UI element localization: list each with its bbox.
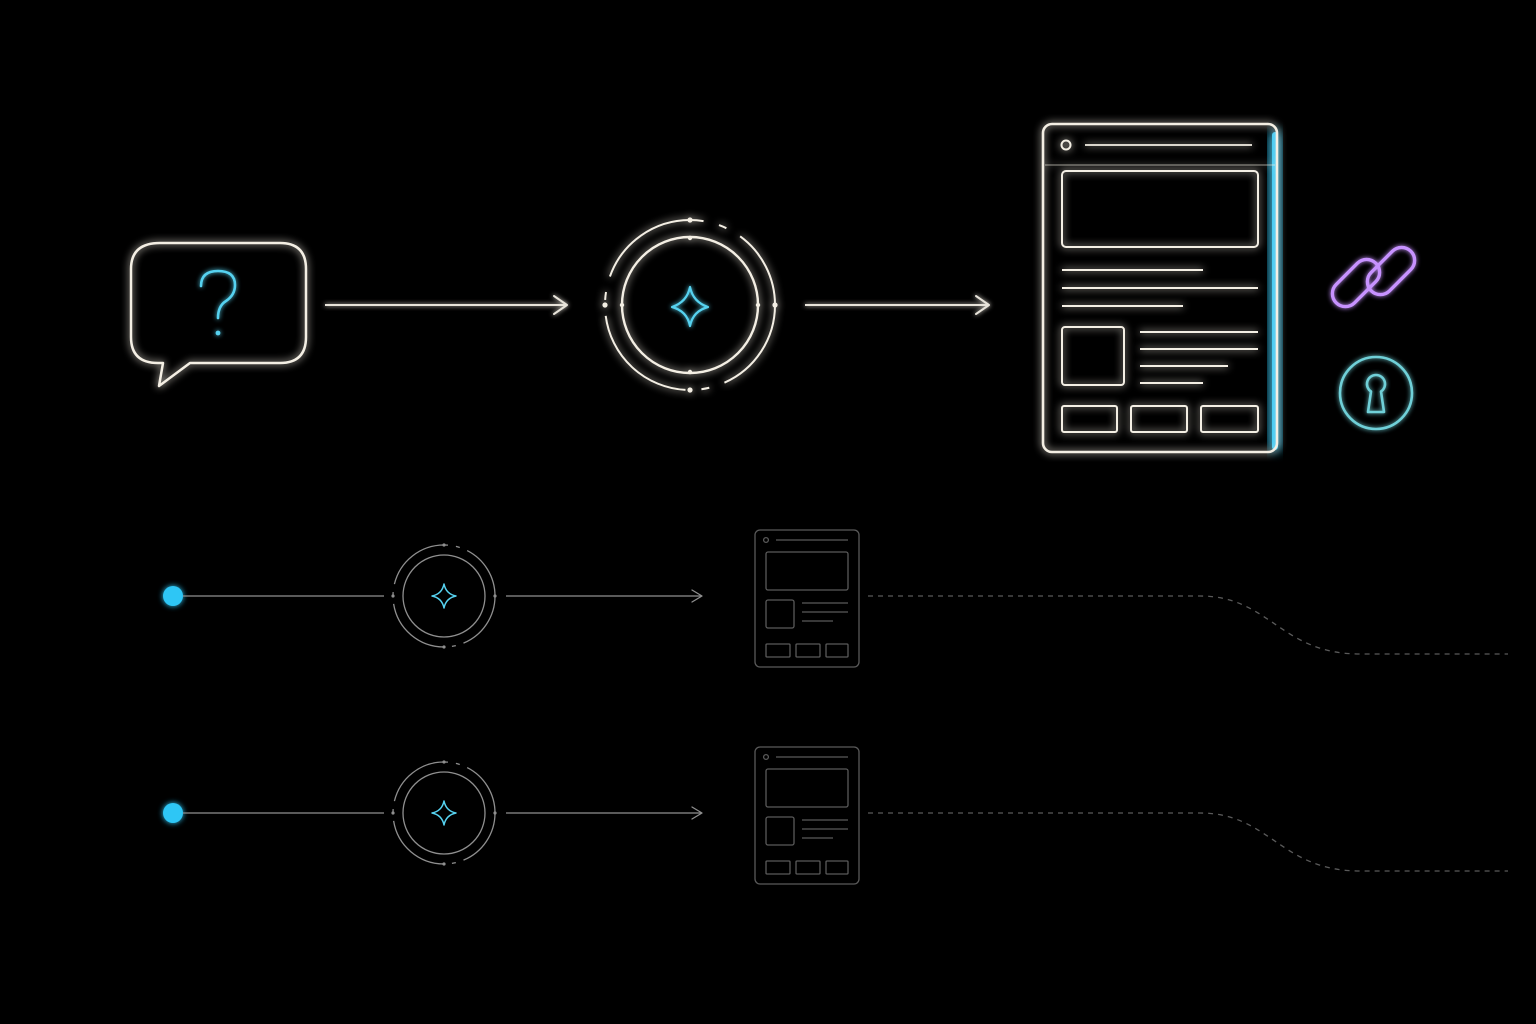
link-chain-icon: [1330, 245, 1417, 309]
speech-bubble-icon: [129, 241, 308, 388]
footer-block-1: [1061, 405, 1118, 433]
flow-row-1: [163, 529, 1508, 668]
footer-block-3: [1200, 405, 1259, 433]
keyhole-lock-icon: [1338, 355, 1414, 431]
sparkle-star-icon: [431, 583, 457, 609]
sparkle-ring-icon: [391, 543, 497, 649]
sparkle-ring-icon: [391, 760, 497, 866]
start-dot-icon: [163, 586, 183, 606]
hero-flow: [129, 122, 1417, 454]
question-bubble: [129, 241, 308, 388]
arrow-head-icon: [691, 589, 703, 603]
sparkle-star-icon: [670, 285, 710, 328]
document-page-icon: [1041, 122, 1279, 454]
sparkle-star-icon: [431, 800, 457, 826]
footer-block-2: [1130, 405, 1188, 433]
flow-arrow-2: [805, 295, 990, 315]
start-dot-icon: [163, 803, 183, 823]
result-document: [1041, 122, 1279, 454]
flow-arrow-1: [325, 295, 568, 315]
document-page-icon: [754, 746, 860, 885]
question-mark-icon: [199, 269, 237, 336]
arrow-head-icon: [691, 806, 703, 820]
window-dot-icon: [1060, 139, 1072, 151]
ai-processing-ring: [602, 217, 778, 393]
thumbnail-block: [1061, 326, 1125, 386]
hero-image-block: [1061, 170, 1259, 248]
flow-row-2: [163, 746, 1508, 885]
flow-rows: [163, 529, 1508, 885]
document-page-icon: [754, 529, 860, 668]
